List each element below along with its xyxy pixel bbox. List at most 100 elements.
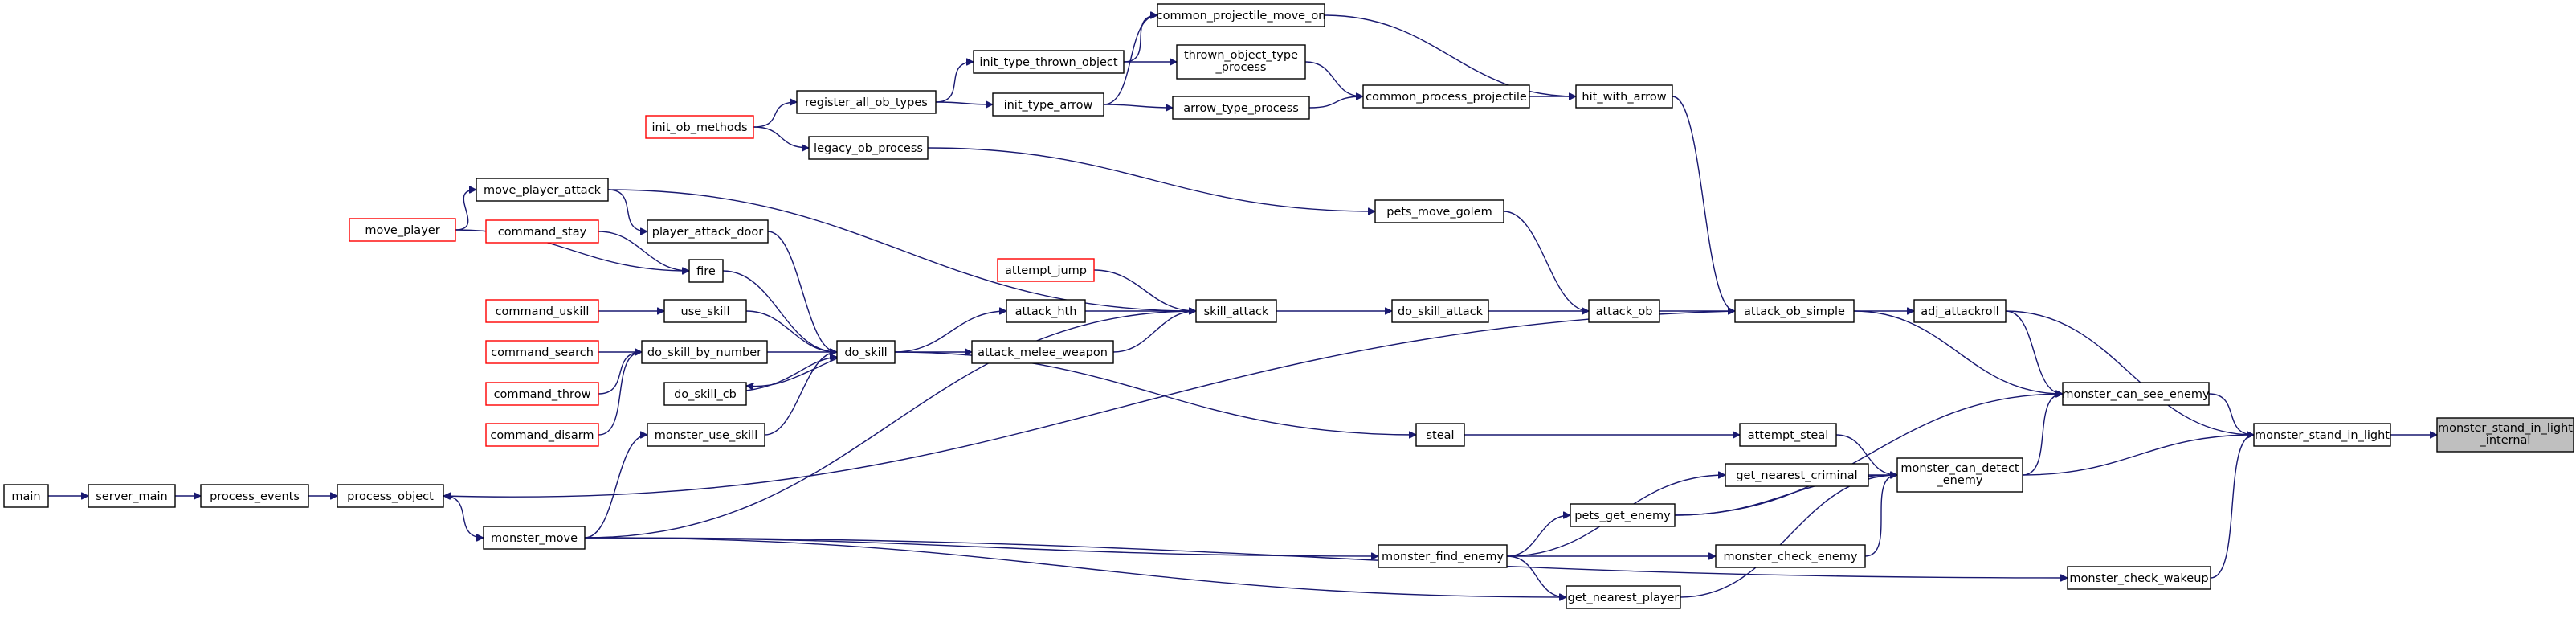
- node-command-throw[interactable]: command_throw: [485, 382, 599, 406]
- node-thrown-object-type-process[interactable]: thrown_object_type_process: [1176, 44, 1306, 80]
- call-edge: [767, 231, 838, 352]
- edge-monster-check-enemy-to-monster-can-detect-enemy: [1864, 475, 1898, 557]
- edge-do-skill-to-steal: [894, 351, 1416, 435]
- node-attack-hth[interactable]: attack_hth: [1006, 299, 1086, 323]
- node-fire[interactable]: fire: [688, 259, 724, 283]
- node-init-ob-methods[interactable]: init_ob_methods: [645, 115, 754, 139]
- node-pets-move-golem[interactable]: pets_move_golem: [1374, 199, 1504, 223]
- call-edge: [584, 537, 2068, 578]
- call-edge: [1112, 311, 1196, 353]
- node-do-skill-cb[interactable]: do_skill_cb: [663, 382, 747, 406]
- node-main[interactable]: main: [3, 484, 49, 508]
- node-attempt-steal[interactable]: attempt_steal: [1739, 423, 1837, 447]
- node-label: pets_move_golem: [1386, 206, 1492, 219]
- edge-move-player-attack-to-skill-attack: [607, 189, 1196, 311]
- node-label: init_ob_methods: [651, 121, 747, 134]
- edge-attack-ob-simple-to-monster-can-see-enemy: [1853, 310, 2063, 394]
- edge-attempt-jump-to-skill-attack: [1093, 269, 1196, 311]
- node-do-skill-by-number[interactable]: do_skill_by_number: [641, 340, 768, 364]
- node-label: monster_stand_in_light: [2255, 429, 2390, 442]
- edge-adj-attackroll-to-monster-stand-in-light: [2005, 310, 2254, 435]
- node-box: [2436, 417, 2574, 453]
- node-monster-stand-in-light-internal[interactable]: monster_stand_in_light_internal: [2436, 417, 2574, 453]
- node-common-projectile-move-on[interactable]: common_projectile_move_on: [1157, 3, 1326, 27]
- node-skill-attack[interactable]: skill_attack: [1195, 299, 1277, 323]
- edge-layer: [48, 15, 2437, 597]
- node-monster-find-enemy[interactable]: monster_find_enemy: [1378, 544, 1508, 568]
- call-edge: [598, 231, 689, 271]
- node-pets-get-enemy[interactable]: pets_get_enemy: [1570, 503, 1676, 527]
- edge-move-player-attack-to-player-attack-door: [607, 189, 647, 231]
- edge-init-type-arrow-to-arrow-type-process: [1103, 104, 1173, 108]
- node-move-player[interactable]: move_player: [349, 218, 456, 242]
- node-label: do_skill_by_number: [647, 346, 761, 359]
- edge-init-ob-methods-to-register-all-ob-types: [753, 102, 797, 128]
- node-box: [663, 299, 747, 323]
- node-box: [1172, 96, 1310, 120]
- edge-legacy-ob-process-to-pets-move-golem: [927, 147, 1375, 211]
- node-common-process-projectile[interactable]: common_process_projectile: [1362, 84, 1530, 109]
- node-label: command_uskill: [496, 305, 590, 318]
- node-hit-with-arrow[interactable]: hit_with_arrow: [1575, 84, 1673, 109]
- node-monster-can-detect-enemy[interactable]: monster_can_detect_enemy: [1896, 457, 2023, 493]
- node-register-all-ob-types[interactable]: register_all_ob_types: [796, 90, 937, 114]
- call-edge: [443, 310, 1736, 497]
- edge-arrow-type-process-to-common-process-projectile: [1308, 96, 1363, 109]
- node-monster-check-enemy[interactable]: monster_check_enemy: [1715, 544, 1866, 568]
- node-command-stay[interactable]: command_stay: [485, 219, 599, 244]
- node-init-type-thrown-object[interactable]: init_type_thrown_object: [973, 50, 1125, 74]
- node-command-disarm[interactable]: command_disarm: [485, 423, 599, 447]
- edge-adj-attackroll-to-monster-can-see-enemy: [2005, 310, 2064, 394]
- node-label: fire: [696, 265, 716, 278]
- node-attempt-jump[interactable]: attempt_jump: [997, 258, 1095, 282]
- node-attack-ob-simple[interactable]: attack_ob_simple: [1734, 299, 1855, 323]
- node-process-events[interactable]: process_events: [200, 484, 309, 508]
- node-label: monster_use_skill: [655, 429, 758, 442]
- node-box: [1374, 199, 1504, 223]
- node-box: [485, 423, 599, 447]
- call-edge: [443, 495, 484, 538]
- node-server-main[interactable]: server_main: [88, 484, 176, 508]
- edge-do-skill-cb-to-do-skill: [745, 357, 837, 391]
- node-attack-melee-weapon[interactable]: attack_melee_weapon: [971, 340, 1114, 364]
- node-label: steal: [1426, 429, 1454, 442]
- node-command-uskill[interactable]: command_uskill: [485, 299, 599, 323]
- node-move-player-attack[interactable]: move_player_attack: [476, 178, 609, 202]
- node-init-type-arrow[interactable]: init_type_arrow: [992, 92, 1104, 117]
- node-monster-can-see-enemy[interactable]: monster_can_see_enemy: [2062, 382, 2210, 406]
- node-monster-move[interactable]: monster_move: [483, 526, 586, 550]
- node-monster-stand-in-light[interactable]: monster_stand_in_light: [2253, 423, 2391, 447]
- node-box: [1715, 544, 1866, 568]
- call-edge: [1680, 475, 1897, 598]
- call-edge: [584, 537, 1566, 597]
- node-command-search[interactable]: command_search: [485, 340, 599, 364]
- node-monster-check-wakeup[interactable]: monster_check_wakeup: [2067, 566, 2211, 590]
- call-edge: [1308, 96, 1363, 109]
- node-label: move_player: [365, 224, 439, 237]
- node-adj-attackroll[interactable]: adj_attackroll: [1913, 299, 2007, 323]
- call-edge: [1506, 515, 1570, 557]
- node-legacy-ob-process[interactable]: legacy_ob_process: [808, 136, 929, 160]
- node-get-nearest-player[interactable]: get_nearest_player: [1566, 585, 1681, 609]
- node-use-skill[interactable]: use_skill: [663, 299, 747, 323]
- edge-command-stay-to-fire: [598, 231, 689, 271]
- node-steal[interactable]: steal: [1415, 423, 1465, 447]
- node-player-attack-door[interactable]: player_attack_door: [647, 219, 769, 244]
- edge-monster-move-to-skill-attack: [584, 311, 1196, 539]
- node-process-object[interactable]: process_object: [337, 484, 444, 508]
- node-box: [476, 178, 609, 202]
- node-do-skill-attack[interactable]: do_skill_attack: [1391, 299, 1489, 323]
- edge-hit-with-arrow-to-attack-ob-simple: [1672, 96, 1736, 311]
- node-monster-use-skill[interactable]: monster_use_skill: [647, 423, 765, 447]
- call-edge: [927, 147, 1375, 211]
- node-get-nearest-criminal[interactable]: get_nearest_criminal: [1725, 463, 1869, 487]
- edge-init-ob-methods-to-legacy-ob-process: [753, 126, 809, 148]
- node-box: [1588, 299, 1660, 323]
- edge-init-type-thrown-object-to-common-projectile-move-on: [1123, 15, 1157, 63]
- node-attack-ob[interactable]: attack_ob: [1588, 299, 1660, 323]
- call-edge: [2210, 435, 2255, 579]
- node-do-skill[interactable]: do_skill: [836, 340, 896, 364]
- node-box: [1913, 299, 2007, 323]
- edge-command-disarm-to-do-skill-by-number: [598, 352, 643, 436]
- node-arrow-type-process[interactable]: arrow_type_process: [1172, 96, 1310, 120]
